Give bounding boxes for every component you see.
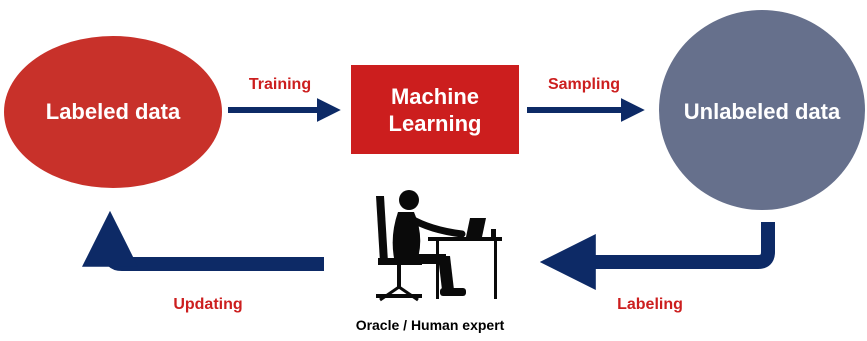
- sampling-label: Sampling: [547, 76, 620, 93]
- training-label: Training: [248, 76, 312, 93]
- labeling-label: Labeling: [617, 296, 683, 313]
- unlabeled-data-node: [659, 10, 865, 210]
- labeling-arrow: [539, 222, 775, 290]
- updating-arrow: [82, 210, 324, 271]
- labeled-data-node: [4, 36, 222, 188]
- machine-learning-node: [351, 65, 519, 154]
- labeled-data-label: Labeled data: [45, 99, 181, 124]
- updating-label: Updating: [173, 296, 243, 313]
- oracle-caption: Oracle / Human expert: [355, 317, 505, 333]
- unlabeled-data-label: Unlabeled data: [683, 99, 841, 124]
- machine-learning-label-line1: Machine: [390, 84, 480, 109]
- machine-learning-label-line2: Learning: [388, 111, 482, 136]
- person-at-computer-icon: [376, 190, 502, 302]
